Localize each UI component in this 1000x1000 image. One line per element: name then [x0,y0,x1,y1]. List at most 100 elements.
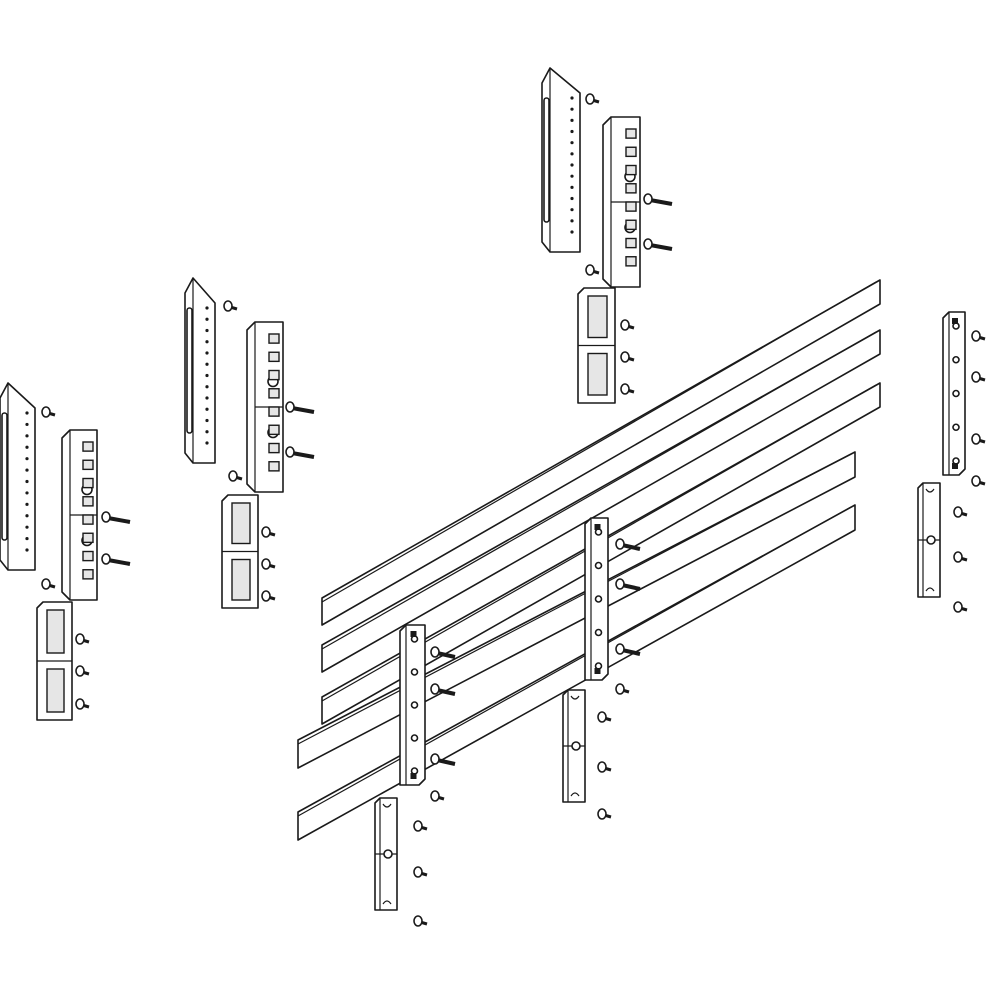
comb-holder [246,321,284,493]
screw-shaft [436,688,456,696]
hole [25,434,29,438]
mounting-bracket [541,67,581,253]
screw [597,761,612,773]
screw-head [953,601,963,613]
screw [41,578,56,590]
hole [570,185,574,189]
screw [261,590,276,602]
screw-head [413,915,423,927]
tooth [268,424,280,436]
screw [953,601,968,613]
hole [205,362,209,366]
comb-holder [61,429,98,601]
screw-head [585,93,595,105]
busbar-support [584,517,609,681]
screw [953,551,968,563]
screw [413,866,428,878]
hole [570,219,574,223]
screw-shaft [621,648,641,656]
screw [75,633,90,645]
notch [410,631,417,637]
screw-head [585,264,595,276]
screw [223,300,238,312]
screw-head [223,300,233,312]
hole [570,208,574,212]
tooth [268,333,280,344]
hole [410,701,419,709]
hole [594,595,603,603]
screw-head [953,506,963,518]
screw-head [285,401,295,413]
hole [25,491,29,495]
hole [205,351,209,355]
screw [430,790,445,802]
screw-head [643,193,653,205]
tooth [625,128,637,139]
tooth [268,351,280,363]
screw [971,371,986,383]
hole [570,107,574,111]
screw-head [285,446,295,458]
hole [205,340,209,344]
screw-head [643,238,653,250]
hole [25,457,29,461]
screw [75,665,90,677]
screw-head [101,511,111,523]
screw [597,711,612,723]
screw [430,753,456,766]
hole [25,422,29,427]
screw-head [261,526,271,538]
screw-head [971,330,981,342]
hole [594,561,603,570]
clip-jaw [587,352,608,396]
hole [25,502,29,506]
busbar-clip [36,601,73,721]
tooth [82,514,94,525]
slot [1,412,8,541]
screw-shaft [436,651,456,659]
tooth [268,442,280,454]
hole [410,668,419,676]
screw-head [430,753,440,765]
screw-shaft [621,583,641,591]
hole [25,479,29,484]
screw [597,808,612,820]
busbar-clip [562,689,586,803]
screw [430,646,456,659]
slot [186,307,193,434]
screw-shaft [621,543,641,551]
screw [413,820,428,832]
screw-head [971,475,981,487]
tooth [625,183,637,194]
hole [926,535,936,545]
screw-head [615,683,625,695]
screw-shaft [291,406,315,414]
screw-head [75,698,85,710]
hole [205,407,209,411]
screw-shaft [291,451,315,459]
hole [570,230,574,234]
clip-jaw [231,502,251,545]
hole [570,152,574,156]
screw [430,683,456,696]
clip-jaw [46,609,65,654]
notch [410,773,417,779]
hole [570,163,574,167]
screw-shaft [649,198,673,206]
clip-jaw [587,295,608,339]
hole [25,411,29,415]
screw-head [615,578,625,590]
screw [413,915,428,927]
busbar-support [942,311,966,476]
screw [261,558,276,570]
tooth [82,496,94,507]
busbar [321,329,881,673]
tooth [268,461,280,472]
hole [205,430,209,434]
screw [585,93,600,105]
screw-head [430,683,440,695]
tooth [82,532,94,544]
screw-shaft [107,516,131,524]
hole [205,373,209,378]
